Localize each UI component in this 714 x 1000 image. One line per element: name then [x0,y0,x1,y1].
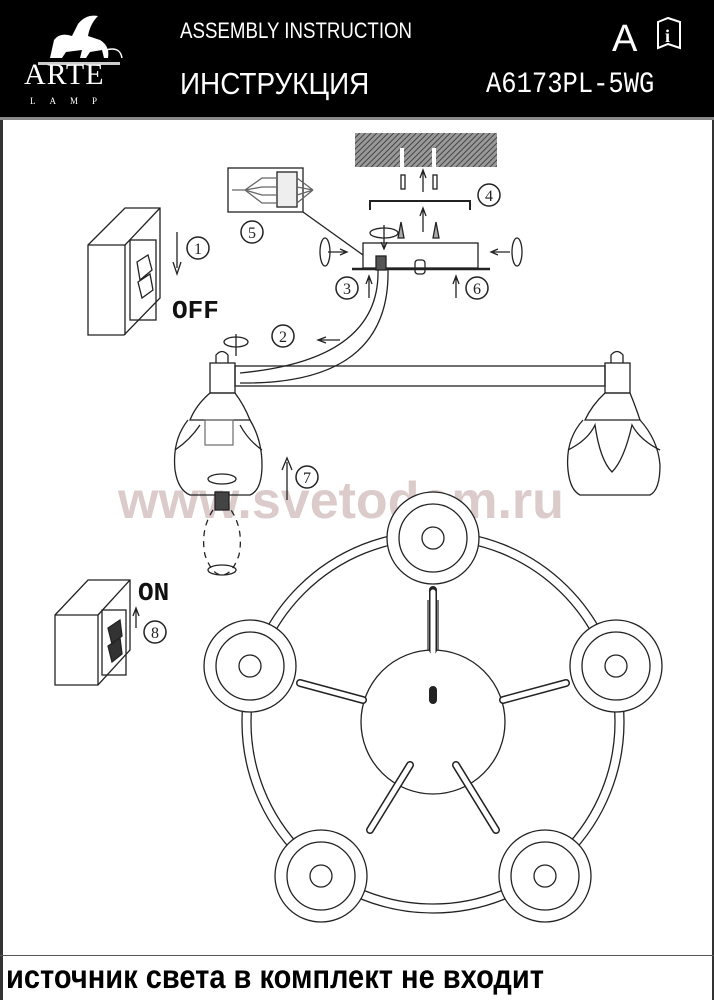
wall-anchor-icon [432,174,438,190]
arrow-down-icon [172,232,182,277]
svg-text:1: 1 [194,241,202,258]
svg-text:5: 5 [248,225,256,242]
page-border-left [0,0,3,1000]
model-number: A6173PL-5WG [486,68,655,102]
lamp-arm [234,365,606,387]
page-border-right [712,0,714,1000]
step-4-badge: 4 [477,183,501,207]
top-view-chandelier [203,491,663,923]
step-3-badge: 3 [335,276,359,300]
footer-note: источник света в комплект не входит [6,958,544,995]
step-6-badge: 6 [465,276,489,300]
brand-logo-text: ARTE [24,58,105,91]
screw-icon [397,221,405,239]
step-8-badge: 8 [143,620,167,644]
svg-text:7: 7 [303,470,311,487]
svg-text:2: 2 [279,329,287,346]
title-russian: ИНСТРУКЦИЯ [180,66,370,101]
svg-text:i: i [665,26,670,46]
rotate-icon [511,237,523,267]
rotate-icon [207,473,237,485]
watermark: www.svetodom.ru [117,472,564,530]
switch-on-label: ON [138,578,169,608]
svg-text:4: 4 [485,188,493,205]
brand-logo-subtext: LAMP [30,96,112,106]
light-bulb-dashed [202,491,242,576]
connecting-tube [239,269,389,384]
title-english: ASSEMBLY INSTRUCTION [180,18,413,43]
header-band: ARTE LAMP ASSEMBLY INSTRUCTION ИНСТРУКЦИ… [0,0,714,120]
glass-shade-left [173,392,263,496]
footer-divider [0,955,714,956]
step-7-badge: 7 [295,465,319,489]
mounting-bracket [369,200,471,210]
rotate-icon [207,564,237,576]
winged-lion-logo-icon [38,15,123,65]
info-book-icon: i [657,16,681,50]
ceiling-hatched [355,133,497,167]
screw-icon [432,221,440,239]
assembly-diagram: www.svetodom.ru [54,133,663,923]
step-2-badge: 2 [271,324,295,348]
step-1-badge: 1 [186,236,210,260]
wall-switch-off-icon [87,207,161,336]
svg-text:8: 8 [151,625,159,642]
language-badge: A [612,18,638,60]
switch-off-label: OFF [172,296,219,326]
wall-anchor-icon [400,174,406,190]
svg-text:3: 3 [343,281,351,298]
svg-text:6: 6 [473,281,481,298]
wiring-terminal-inset [227,167,304,213]
glass-shade-right [566,392,661,496]
step-5-badge: 5 [240,220,264,244]
wall-switch-on-icon [54,579,131,686]
